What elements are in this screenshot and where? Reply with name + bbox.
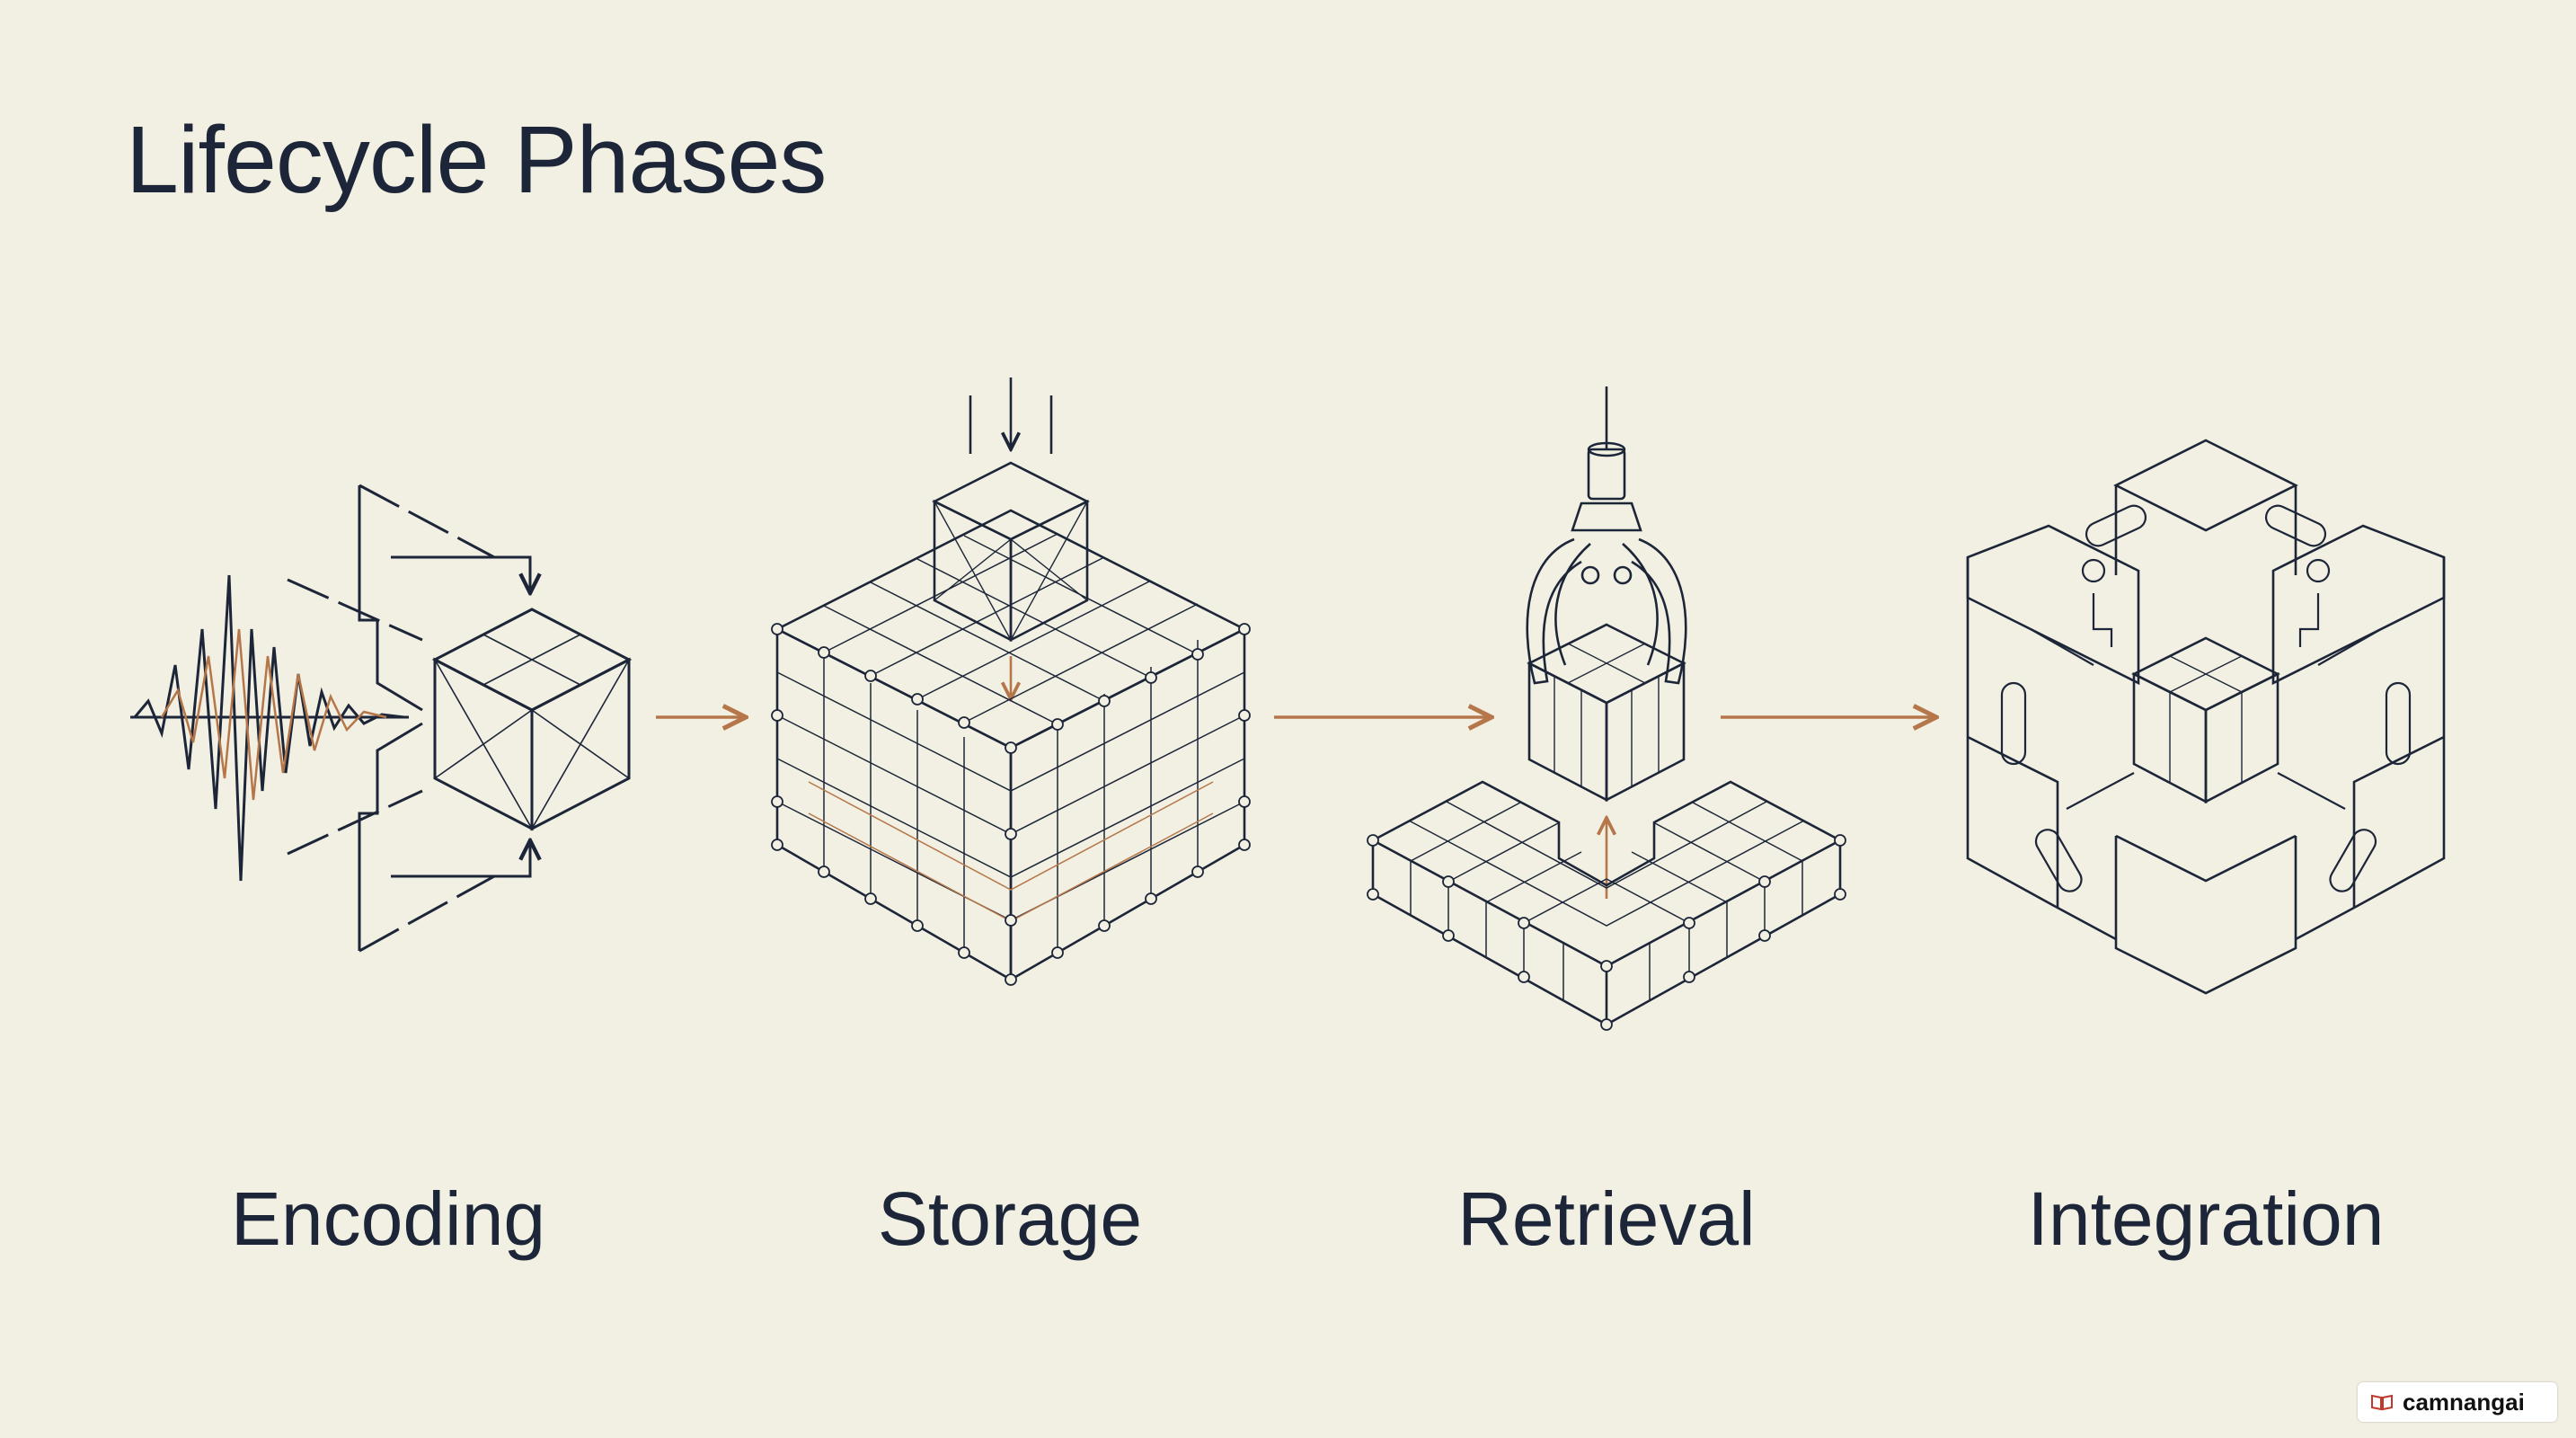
waveform-to-cube-icon — [130, 484, 633, 953]
phase-label-integration: Integration — [2027, 1176, 2385, 1261]
cube-into-lattice-icon — [771, 377, 1251, 986]
phase-label-retrieval: Retrieval — [1457, 1176, 1756, 1261]
page-title: Lifecycle Phases — [126, 107, 827, 213]
phase-label-encoding: Encoding — [230, 1176, 546, 1261]
claw-retrieving-cube-icon — [1367, 386, 1846, 1031]
phase-label-storage: Storage — [877, 1176, 1143, 1261]
watermark-text: camnangai — [2403, 1388, 2525, 1416]
interlocked-cubes-icon — [1966, 439, 2446, 995]
watermark: camnangai — [2358, 1382, 2557, 1422]
book-icon — [2371, 1394, 2393, 1411]
